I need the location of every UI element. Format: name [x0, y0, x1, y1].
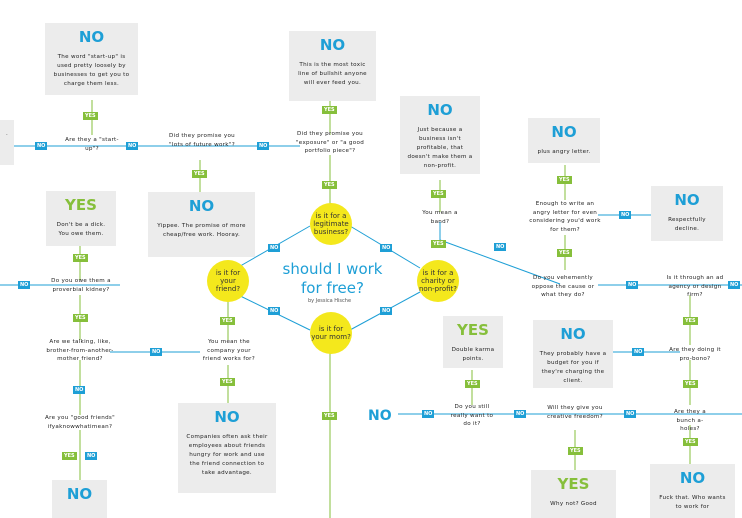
answer-box-decline: NO Respectfully decline. — [651, 186, 723, 241]
yes-tag: YES — [431, 240, 446, 248]
yes-tag: YES — [83, 112, 98, 120]
yes-tag: YES — [557, 249, 572, 257]
no-tag: NO — [257, 142, 270, 150]
no-tag: NO — [150, 348, 163, 356]
no-tag: NO — [619, 211, 632, 219]
question-friend: is it for your friend? — [207, 260, 249, 302]
answer-box-left-partial: . — [0, 120, 14, 165]
no-tag: NO — [624, 410, 637, 418]
question-promise-future: Did they promise you "lots of future wor… — [168, 133, 236, 148]
yes-tag: YES — [73, 254, 88, 262]
no-tag: NO — [632, 348, 645, 356]
yes-tag: YES — [73, 314, 88, 322]
answer-box-a-holes: NO Fuck that. Who wants to work for — [650, 464, 735, 518]
yes-tag: YES — [62, 452, 77, 460]
question-vehemently: Do you vehemently oppose the cause or wh… — [531, 275, 595, 298]
no-tag: NO — [380, 307, 393, 315]
question-legitimate-business: is it for a legitimate business? — [310, 203, 352, 245]
question-kidney: Do you owe them a proverbial kidney? — [51, 278, 111, 293]
yes-tag: YES — [683, 438, 698, 446]
chart-title: should I work for free? — [282, 260, 383, 297]
no-tag: NO — [18, 281, 31, 289]
standalone-no-label: NO — [368, 408, 392, 424]
no-tag: NO — [626, 281, 639, 289]
answer-box-exposure: NO This is the most toxic line of bullsh… — [289, 31, 376, 101]
answer-box-companies: NO Companies often ask their employees a… — [178, 403, 276, 493]
answer-box-startup: NO The word "start-up" is used pretty lo… — [45, 23, 138, 95]
no-tag: NO — [728, 281, 741, 289]
question-agency: Is it through an ad agency or design fir… — [666, 275, 724, 298]
no-tag: NO — [380, 244, 393, 252]
answer-box-angry-letter: NO plus angry letter. — [528, 118, 600, 163]
answer-box-band: NO Just because a business isn't profita… — [400, 96, 480, 174]
yes-tag: YES — [683, 380, 698, 388]
question-bunch-a-holes: Are they a bunch a-holes? — [674, 409, 706, 432]
no-tag: NO — [268, 307, 281, 315]
yes-tag: YES — [465, 380, 480, 388]
yes-tag: YES — [557, 176, 572, 184]
no-tag: NO — [422, 410, 435, 418]
byline: by Jessica Hische — [308, 298, 352, 304]
question-angry-letter: Enough to write an angry letter for even… — [529, 201, 601, 233]
yes-tag: YES — [220, 378, 235, 386]
question-give-freedom: Will they give you creative freedom? — [547, 405, 603, 420]
question-pro-bono: Are they doing it pro-bono? — [669, 347, 721, 362]
question-good-friends: Are you "good friends" ifyaknowwhatimean… — [44, 415, 116, 430]
question-charity: is it for a charity or non-profit? — [417, 260, 459, 302]
yes-tag: YES — [322, 181, 337, 189]
yes-tag: YES — [322, 106, 337, 114]
answer-box-budget: NO They probably have a budget for you i… — [533, 320, 613, 388]
yes-tag: YES — [683, 317, 698, 325]
no-tag: NO — [494, 243, 507, 251]
answer-box-double-karma: YES Double karma points. — [443, 316, 503, 368]
no-tag: NO — [514, 410, 527, 418]
yes-tag: YES — [322, 412, 337, 420]
yes-tag: YES — [568, 447, 583, 455]
answer-box-future-work: NO Yippee. The promise of more cheap/fre… — [148, 192, 255, 257]
yes-tag: YES — [192, 170, 207, 178]
question-mom: is it for your mom? — [310, 312, 352, 354]
question-startup: Are they a "start-up"? — [65, 137, 119, 152]
no-tag: NO — [126, 142, 139, 150]
no-tag: NO — [73, 386, 86, 394]
no-tag: NO — [268, 244, 281, 252]
question-promise-exposure: Did they promise you "exposure" or "a go… — [295, 131, 365, 154]
answer-box-owe-them: YES Don't be a dick. You owe them. — [46, 191, 116, 246]
no-tag: NO — [35, 142, 48, 150]
yes-tag: YES — [220, 317, 235, 325]
question-mean-band: You mean a band? — [422, 210, 458, 225]
question-brother: Are we talking, like, brother-from-anoth… — [46, 339, 114, 362]
answer-box-good-friends: NO — [52, 480, 107, 518]
no-tag: NO — [85, 452, 98, 460]
yes-tag: YES — [431, 190, 446, 198]
question-really-want: Do you still really want to do it? — [450, 404, 494, 427]
answer-box-freedom: YES Why not? Good — [531, 470, 616, 518]
question-company-friend: You mean the company your friend works f… — [202, 339, 256, 362]
